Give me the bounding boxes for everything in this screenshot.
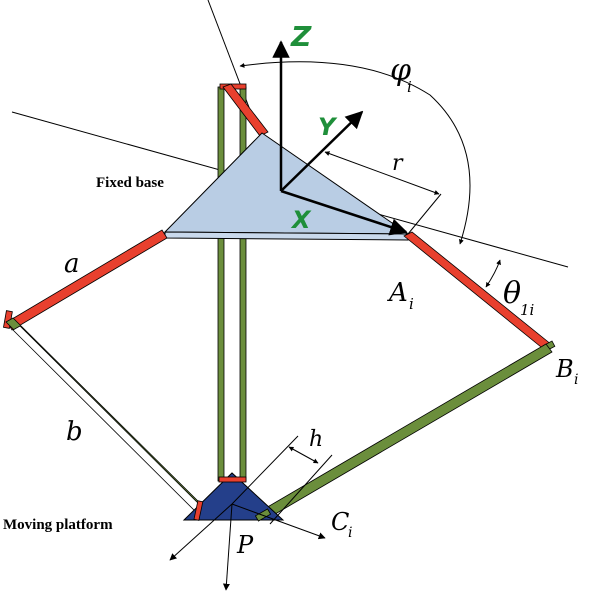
label-C: C	[331, 508, 349, 536]
h-line-1	[269, 454, 333, 525]
label-b: b	[66, 417, 83, 447]
platform-axis-right	[231, 503, 326, 540]
fixed-base-edge	[164, 231, 409, 241]
h-dimension-arrow	[288, 446, 319, 464]
theta-arc	[485, 259, 501, 288]
label-a: a	[64, 249, 80, 279]
platform-axis-left	[169, 503, 233, 561]
label-phi: φ	[390, 53, 411, 88]
fixed-base-plate	[163, 132, 410, 235]
left-parallel-link-b	[5, 317, 211, 520]
vertical-parallel-link	[217, 86, 247, 482]
label-theta-subscript: 1i	[520, 301, 535, 319]
right-lower-link	[258, 343, 553, 521]
phi-arc	[239, 61, 471, 245]
label-h: h	[309, 427, 323, 452]
r-dimension-line	[324, 151, 440, 195]
moving-platform	[182, 472, 285, 521]
label-A-subscript: i	[409, 295, 414, 313]
label-P: P	[236, 531, 254, 559]
x-axis-label: X	[290, 206, 312, 234]
right-upper-arm	[403, 231, 553, 352]
h-line-2	[231, 435, 299, 505]
moving-platform-label: Moving platform	[3, 517, 113, 533]
label-B: B	[555, 355, 574, 383]
label-C-subscript: i	[348, 525, 352, 541]
label-B-subscript: i	[574, 372, 578, 388]
fixed-base-label: Fixed base	[96, 175, 164, 191]
label-theta: θ	[503, 276, 521, 311]
y-axis-label: Y	[318, 113, 338, 141]
platform-axis-down	[222, 503, 233, 591]
platform-joint-top	[218, 476, 247, 483]
label-A: A	[387, 278, 408, 308]
label-phi-subscript: i	[407, 78, 412, 96]
left-upper-arm-a	[6, 229, 168, 331]
z-axis-label: Z	[290, 20, 312, 53]
platform-joint-left	[193, 500, 204, 521]
r-construction-line	[407, 193, 442, 235]
label-r: r	[392, 151, 404, 176]
